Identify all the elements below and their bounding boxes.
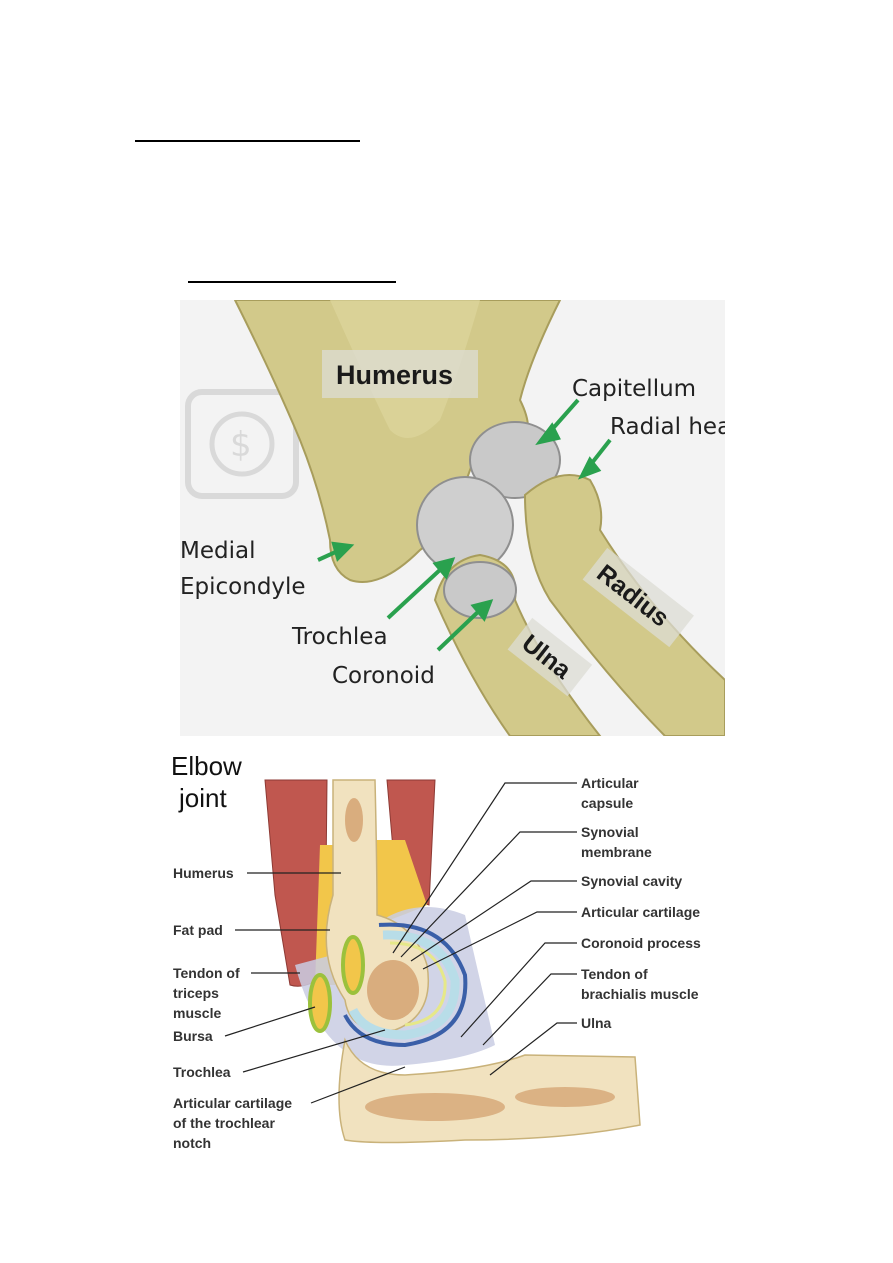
articular-cartilage-band	[348, 930, 460, 1040]
label-synovial-1: Synovial	[581, 824, 639, 840]
heading-rule-1	[135, 140, 360, 142]
elbow-bones-figure: $ Humerus Radius Ulna Capitellum Radial …	[180, 300, 725, 736]
label-fat-pad: Fat pad	[173, 922, 223, 938]
label-synovial-2: membrane	[581, 844, 652, 860]
humerus-bone	[233, 300, 562, 583]
epicondyle-label: Epicondyle	[180, 574, 306, 600]
coronoid-cartilage	[443, 561, 517, 619]
svg-text:$: $	[230, 425, 252, 465]
label-coronoid-process: Coronoid process	[581, 935, 701, 951]
label-capsule-1: Articular	[581, 775, 639, 791]
elbow-joint-title-line2: joint	[178, 783, 227, 813]
trochlea-label: Trochlea	[291, 624, 388, 650]
label-ulna: Ulna	[581, 1015, 612, 1031]
leader-lines	[224, 782, 577, 1104]
fat-pad-right	[370, 840, 427, 925]
radial-head-label: Radial head	[610, 414, 725, 440]
callout-arrows	[317, 398, 612, 652]
synovial-cavity-band	[389, 941, 447, 1027]
label-art-cart-1: Articular cartilage	[173, 1095, 292, 1111]
watermark-logo: $	[185, 389, 299, 499]
label-art-cart-3: notch	[173, 1135, 211, 1151]
olecranon-membrane	[341, 935, 365, 995]
label-capsule-2: capsule	[581, 795, 633, 811]
humerus-marrow	[345, 798, 419, 1020]
label-art-cart-2: of the trochlear	[173, 1115, 275, 1131]
right-labels: Articular capsule Synovial membrane Syno…	[581, 775, 701, 1031]
label-humerus: Humerus	[173, 865, 234, 881]
label-bursa: Bursa	[173, 1028, 213, 1044]
coronoid-label: Coronoid	[332, 663, 435, 689]
heading-rule-2	[188, 281, 396, 283]
label-articular-cartilage: Articular cartilage	[581, 904, 700, 920]
label-brachialis-2: brachialis muscle	[581, 986, 699, 1002]
synovial-membrane	[343, 922, 468, 1048]
label-tendon-2: triceps	[173, 985, 219, 1001]
capitellum-cartilage	[469, 421, 561, 499]
label-brachialis-1: Tendon of	[581, 966, 648, 982]
label-tendon-1: Tendon of	[173, 965, 240, 981]
label-synovial-cavity: Synovial cavity	[581, 873, 682, 889]
humerus-label-box	[322, 350, 478, 398]
bursa	[308, 973, 332, 1033]
label-tendon-3: muscle	[173, 1005, 221, 1021]
left-labels: Humerus Fat pad Tendon of triceps muscle…	[173, 865, 292, 1151]
elbow-joint-title-line1: Elbow	[171, 751, 242, 781]
humerus-label: Humerus	[336, 360, 453, 390]
elbow-joint-figure: Elbow joint Humerus Fat pad Tendon of tr…	[171, 751, 701, 1151]
capitellum-label: Capitellum	[572, 376, 696, 402]
label-trochlea: Trochlea	[173, 1064, 231, 1080]
medial-label: Medial	[180, 538, 255, 564]
ulna-marrow	[365, 1087, 615, 1121]
